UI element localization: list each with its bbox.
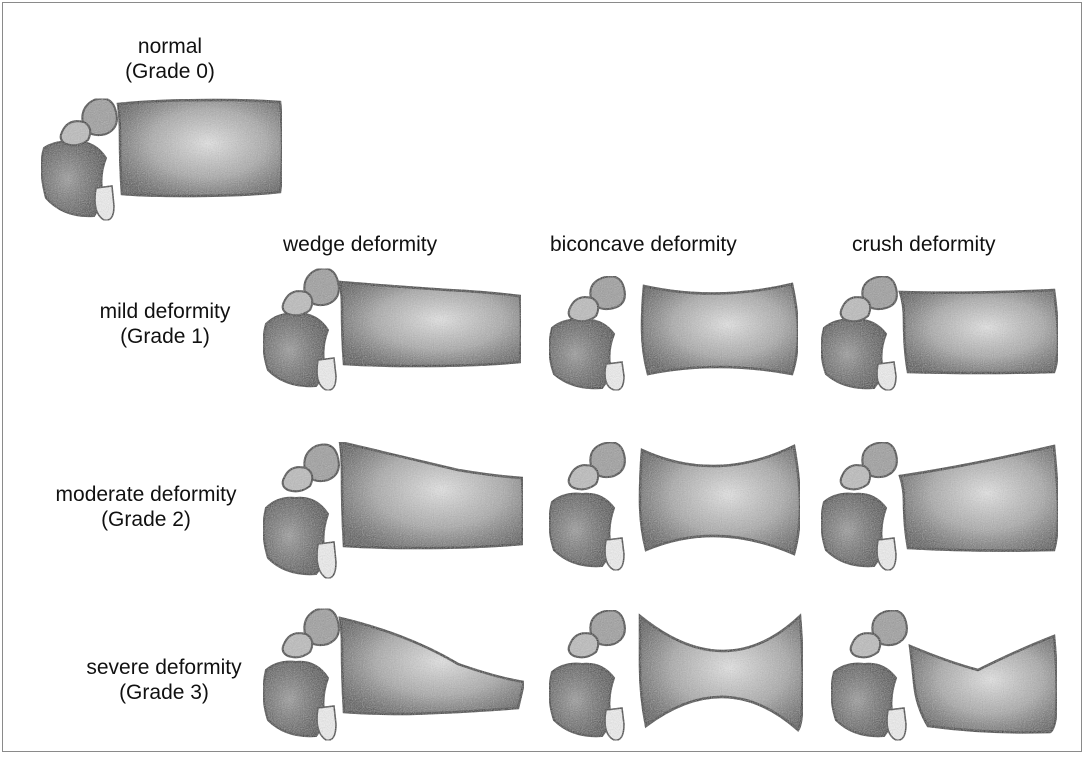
vertebra-wedge-severe-image: [258, 604, 528, 744]
vertebra-crush-severe-image: [828, 606, 1068, 746]
vertebra-wedge-moderate-image: [258, 432, 528, 582]
vertebra-wedge-mild-image: [258, 262, 528, 392]
row-label-mild: mild deformity (Grade 1): [70, 299, 260, 349]
vertebra-biconcave-mild-image: [546, 272, 806, 392]
column-heading-crush: crush deformity: [852, 232, 996, 257]
normal-label: normal (Grade 0): [115, 34, 225, 84]
column-heading-biconcave: biconcave deformity: [550, 232, 737, 257]
row-label-severe: severe deformity (Grade 3): [62, 655, 266, 705]
vertebra-normal-image: [34, 88, 284, 233]
row-label-moderate: moderate deformity (Grade 2): [14, 482, 278, 532]
vertebra-biconcave-severe-image: [546, 606, 806, 746]
column-heading-wedge: wedge deformity: [283, 232, 437, 257]
vertebra-crush-moderate-image: [818, 436, 1068, 576]
vertebra-crush-mild-image: [818, 270, 1068, 395]
vertebra-biconcave-moderate-image: [546, 436, 806, 576]
